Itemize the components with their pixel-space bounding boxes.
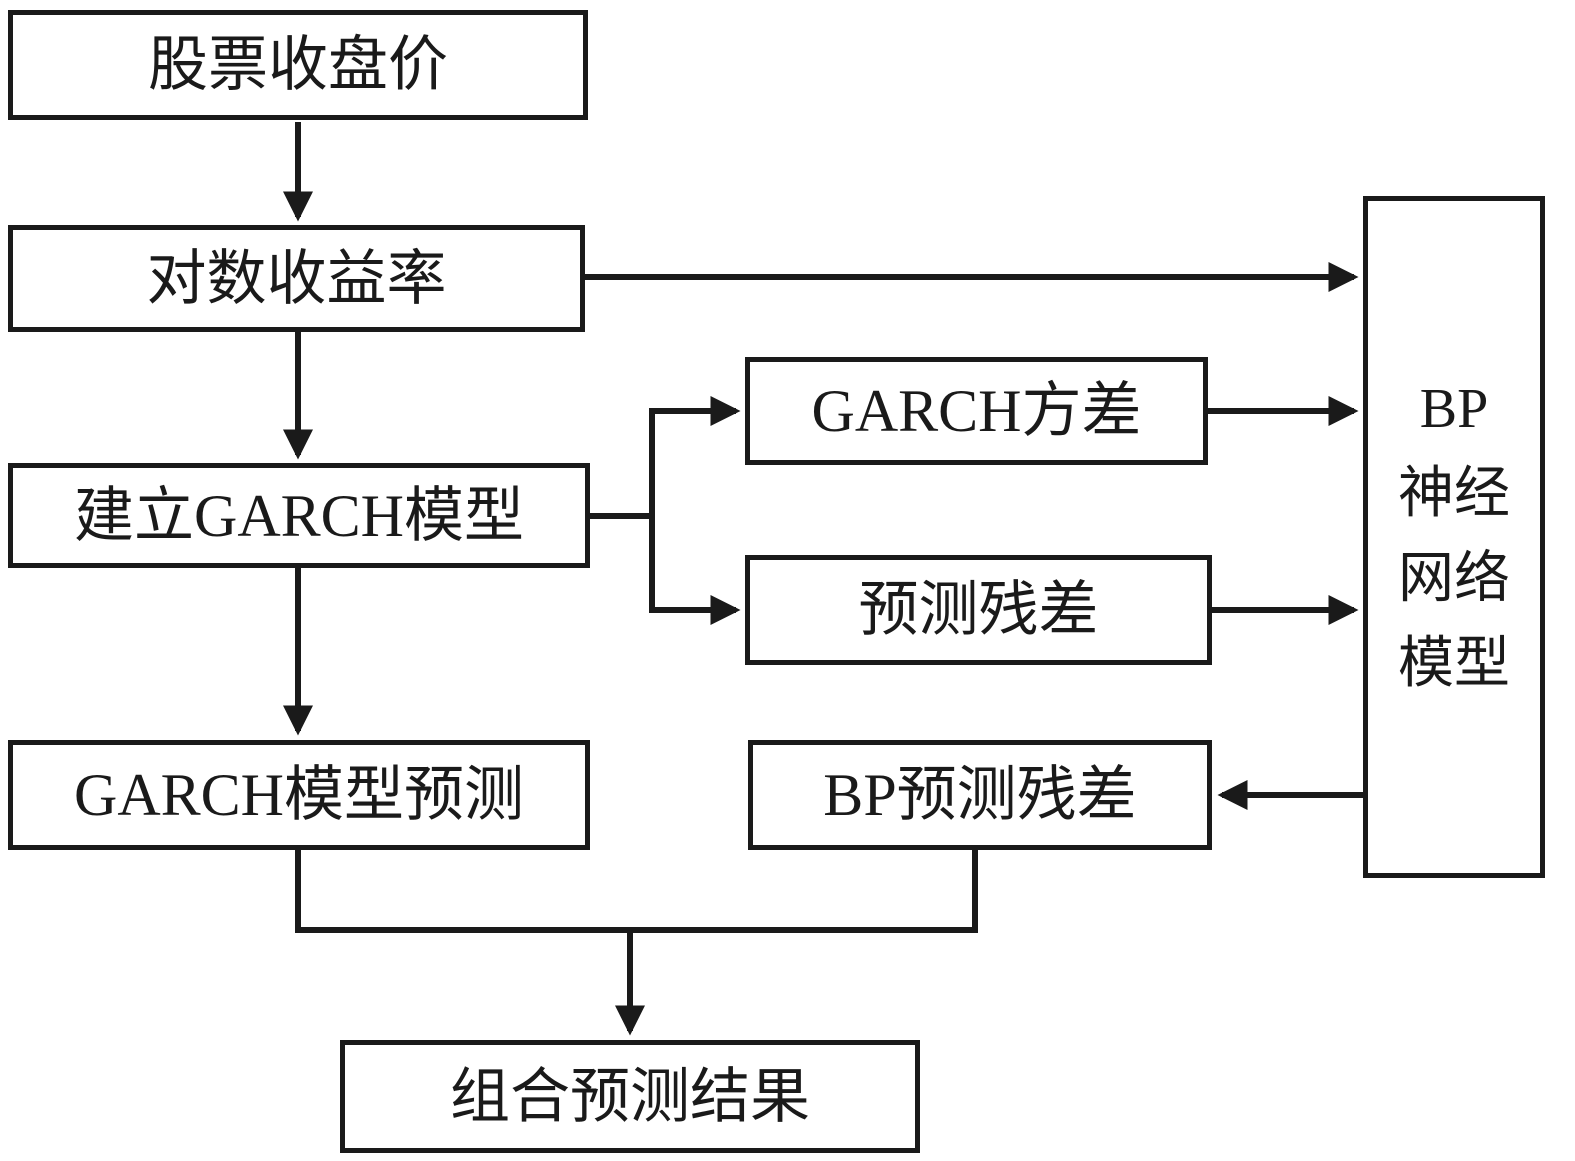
node-build-garch-model: 建立GARCH模型: [8, 463, 590, 568]
node-bp-model-line-4: 模型: [1398, 633, 1510, 696]
node-garch-variance-label: GARCH方差: [811, 378, 1142, 444]
node-garch-variance: GARCH方差: [745, 357, 1208, 465]
arrow-garch-to-variance: [649, 396, 741, 519]
node-build-garch-model-label: 建立GARCH模型: [73, 482, 525, 549]
arrow-garch-to-residual: [649, 513, 741, 625]
node-bp-model-line-2: 神经: [1398, 462, 1510, 525]
node-stock-close-price: 股票收盘价: [8, 10, 588, 120]
node-bp-forecast-residual-label: BP预测残差: [823, 762, 1137, 828]
node-log-return-label: 对数收益率: [146, 245, 447, 312]
node-combined-forecast-result-label: 组合预测结果: [450, 1063, 810, 1130]
node-bp-model-line-1: BP: [1419, 377, 1489, 440]
node-garch-model-forecast: GARCH模型预测: [8, 740, 590, 850]
node-bp-model-line-3: 网络: [1398, 548, 1510, 610]
node-bp-neural-network-model: BP 神经 网络 模型: [1363, 196, 1545, 878]
node-bp-forecast-residual: BP预测残差: [748, 740, 1212, 850]
node-log-return: 对数收益率: [8, 225, 585, 332]
node-forecast-residual: 预测残差: [745, 555, 1212, 665]
node-combined-forecast-result: 组合预测结果: [340, 1040, 920, 1153]
node-forecast-residual-label: 预测残差: [858, 577, 1099, 643]
node-garch-model-forecast-label: GARCH模型预测: [73, 762, 525, 828]
node-stock-close-price-label: 股票收盘价: [148, 32, 448, 98]
